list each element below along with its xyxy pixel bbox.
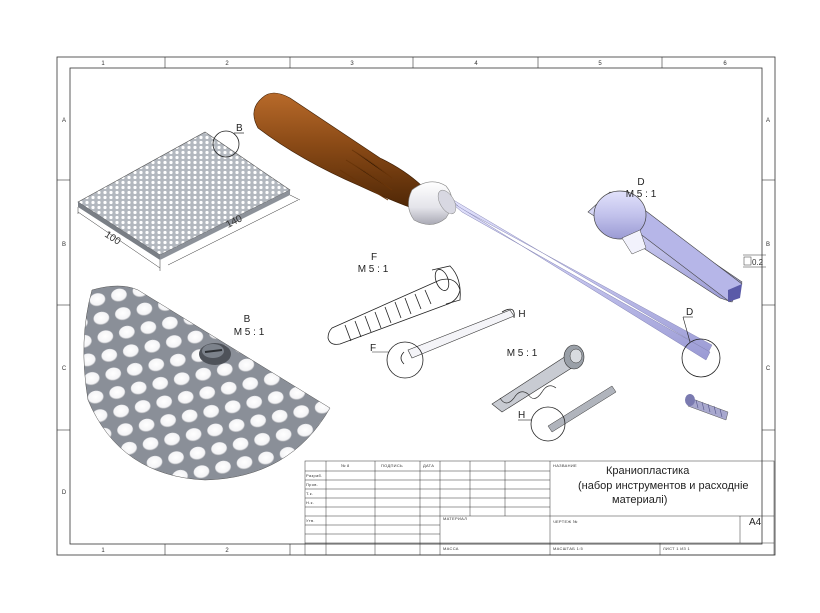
row-check: Пров. [306, 482, 319, 487]
callout-h-label: H [518, 410, 525, 421]
detail-b-label: B [244, 314, 251, 325]
detail-d-dim: 0.2 [752, 258, 764, 267]
title-block-grid [304, 460, 775, 556]
hdr-signature: ПОДПИСЬ [381, 463, 403, 468]
zone-side-a-right: A [766, 118, 770, 124]
detail-d-view: 0.2 D M 5 : 1 [587, 177, 766, 303]
zone-side-d: D [62, 490, 67, 496]
drawing-number-label: ЧЕРТЕЖ № [553, 519, 578, 524]
callout-h-circle [530, 406, 566, 442]
zone-side-c: C [62, 366, 67, 372]
callout-d-circle [681, 338, 721, 378]
zone-bottom-2: 2 [225, 548, 229, 554]
zone-top-6: 6 [723, 61, 727, 67]
screwdriver: D [253, 92, 721, 378]
title-line-2: (набор инструментов и расходніе [578, 480, 749, 492]
detail-d-label: D [637, 177, 644, 188]
screw-f: F [370, 308, 515, 379]
callout-b-circle [212, 130, 240, 158]
zone-side-b-right: B [766, 242, 770, 248]
title-line-3: материалі) [612, 494, 668, 506]
detail-h-label: H [518, 309, 525, 320]
title-line-1: Краниопластика [606, 465, 690, 477]
row-develop: Разраб. [306, 473, 323, 478]
drill-h: H [518, 385, 617, 442]
sheet-label: ЛИСТ 1 ИЗ 1 [663, 546, 691, 551]
row-approve: Утв. [306, 518, 315, 523]
mesh-plate: 100 140 B [77, 123, 301, 271]
zone-side-c-right: C [766, 366, 771, 372]
zone-top-2: 2 [225, 61, 229, 67]
material-label: МАТЕРИАЛ [443, 516, 468, 521]
row-tcontrol: Т.к. [306, 491, 314, 496]
callout-f-circle [386, 341, 424, 379]
hdr-number: № 8 [341, 463, 350, 468]
detail-h-scale: M 5 : 1 [507, 348, 538, 359]
small-screw [685, 394, 729, 421]
zone-side-b: B [62, 242, 66, 248]
row-ncontrol: Н.к. [306, 500, 315, 505]
name-label: НАЗВАНИЕ [553, 463, 577, 468]
scale-label: МАСШТАБ 1:5 [553, 546, 584, 551]
callout-b-label: B [236, 123, 243, 134]
detail-b-scale: M 5 : 1 [234, 327, 265, 338]
callout-d-label: D [686, 307, 693, 318]
detail-f-view: F M 5 : 1 [327, 252, 461, 345]
mass-label: МАССА [443, 546, 459, 551]
inner-frame [69, 67, 763, 545]
detail-f-scale: M 5 : 1 [358, 264, 389, 275]
format-label: A4 [749, 517, 762, 528]
zone-top-1: 1 [101, 61, 105, 67]
detail-d-scale: M 5 : 1 [626, 189, 657, 200]
detail-f-label: F [371, 252, 377, 263]
zone-top-3: 3 [350, 61, 354, 67]
zone-ticks-top [57, 57, 775, 555]
zone-top-4: 4 [474, 61, 478, 67]
detail-h-view: H M 5 : 1 [491, 309, 585, 413]
detail-b-view: B M 5 : 1 [83, 285, 331, 481]
zone-side-a: A [62, 118, 66, 124]
zone-bottom-1: 1 [101, 548, 105, 554]
callout-f-label: F [370, 343, 376, 354]
zone-top-5: 5 [598, 61, 602, 67]
hdr-date: ДАТА [423, 463, 435, 468]
